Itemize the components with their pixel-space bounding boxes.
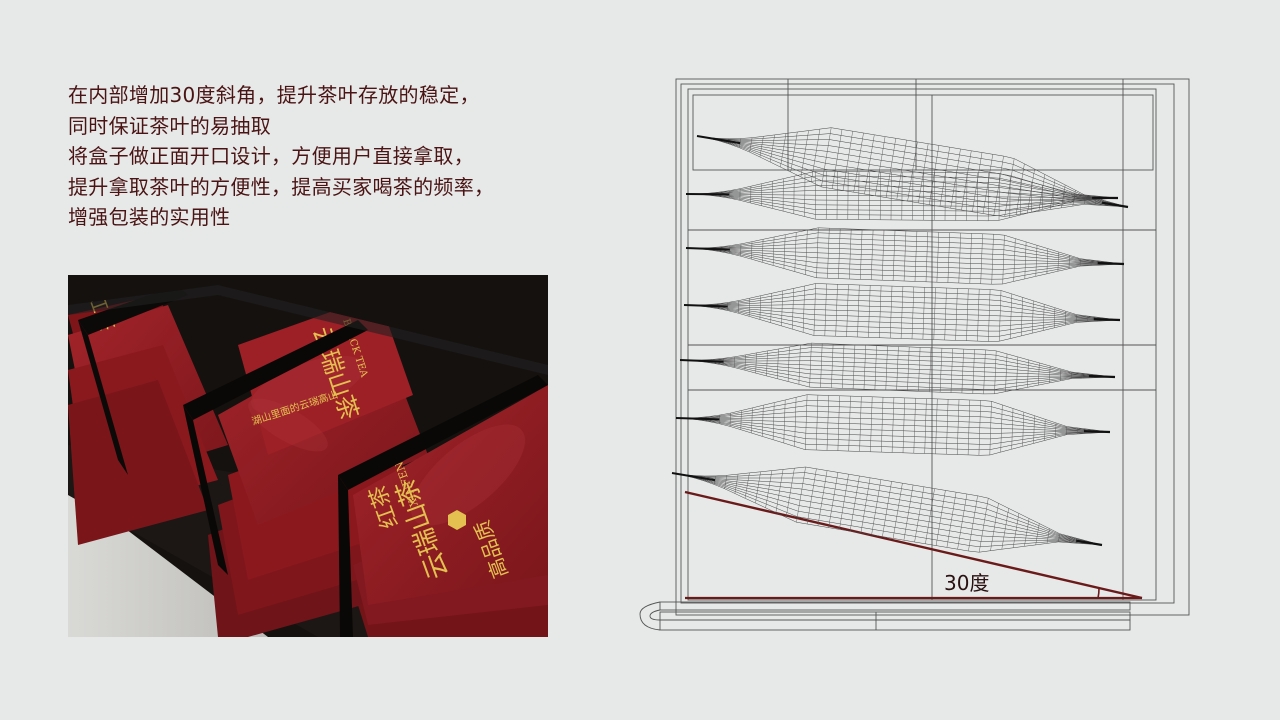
angle-label: 30度 bbox=[944, 571, 989, 595]
cross-section-drawing: 30度 bbox=[630, 70, 1200, 644]
outer-frame bbox=[675, 78, 1190, 616]
inner-frame bbox=[680, 83, 1175, 604]
tea-bag-wireframe bbox=[671, 466, 1103, 553]
description-line: 将盒子做正面开口设计，方便用户直接拿取， bbox=[68, 144, 474, 168]
tea-bag-wireframes bbox=[671, 127, 1129, 553]
tea-shelf-illustration: 红茶 新丰 红茶 云瑞山茶 BLACK TEA 湖山里面的云瑞高山 bbox=[68, 275, 548, 637]
description-line: 同时保证茶叶的易抽取 bbox=[68, 113, 271, 138]
description-line: 在内部增加30度斜角，提升茶叶存放的稳定， bbox=[68, 83, 480, 107]
description-line: 增强包装的实用性 bbox=[68, 205, 231, 229]
product-photo: 红茶 新丰 红茶 云瑞山茶 BLACK TEA 湖山里面的云瑞高山 bbox=[68, 275, 548, 637]
incline-line bbox=[684, 490, 1143, 600]
box-section-diagram: 30度 bbox=[639, 78, 1190, 631]
tea-bag-wireframe bbox=[685, 170, 1119, 222]
tea-bag-wireframe bbox=[675, 394, 1111, 456]
bag-stack-right: 红茶 云瑞山茶 XINFENG 高品质 bbox=[353, 385, 548, 637]
tea-bag-wireframe bbox=[679, 342, 1116, 395]
description-text: 在内部增加30度斜角，提升茶叶存放的稳定， 同时保证茶叶的易抽取 将盒子做正面开… bbox=[68, 80, 568, 233]
tea-bag-wireframe bbox=[683, 283, 1121, 342]
angle-arc bbox=[1097, 587, 1100, 599]
description-line: 提升拿取茶叶的方便性，提高买家喝茶的频率， bbox=[68, 174, 495, 199]
tea-bag-wireframe bbox=[685, 227, 1125, 285]
